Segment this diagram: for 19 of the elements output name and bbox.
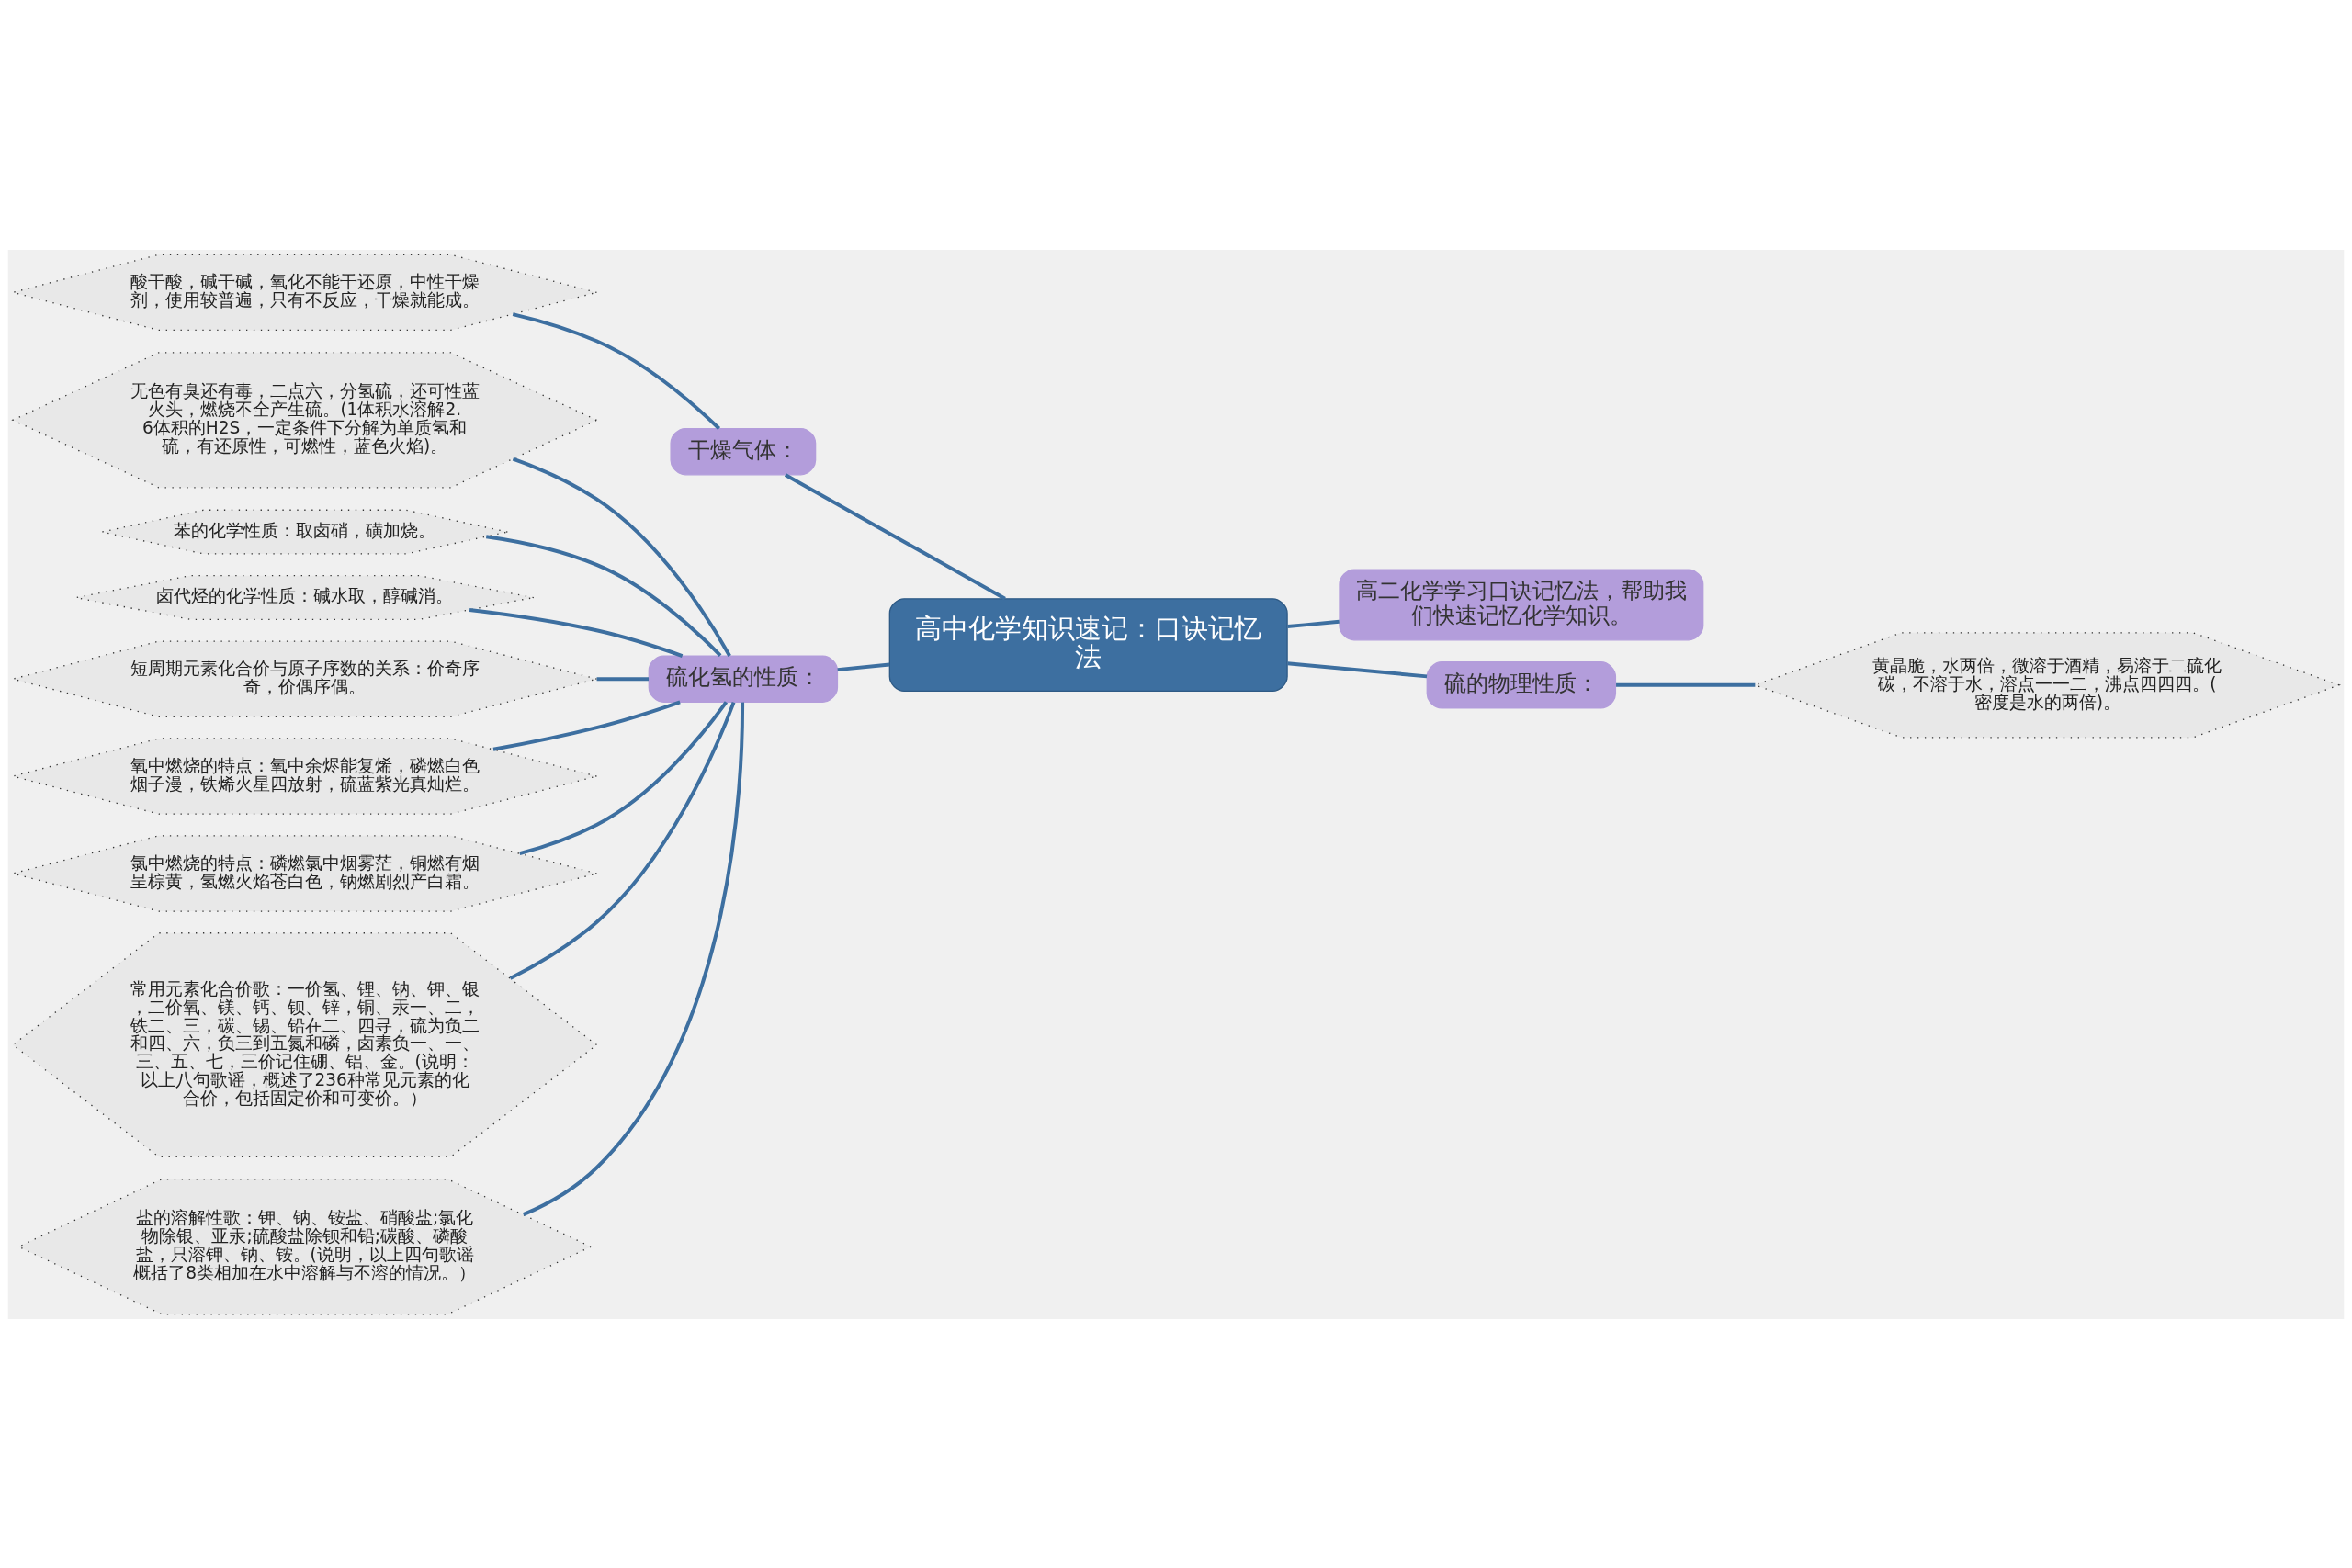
connector [469, 607, 684, 658]
connector [1616, 682, 1756, 687]
node-box: 干燥气体： [670, 427, 817, 476]
node-box: 高中化学知识速记：口诀记忆法 [888, 597, 1288, 692]
connector [485, 534, 722, 657]
connector [784, 472, 1006, 600]
connector [1287, 660, 1428, 678]
connector [837, 662, 890, 671]
connector [522, 702, 745, 1216]
connector [509, 701, 736, 980]
node-box: 硫的物理性质： [1426, 660, 1617, 709]
connector [596, 676, 650, 681]
connector [512, 457, 731, 657]
node-box: 高二化学学习口诀记忆法，帮助我们快速记忆化学知识。 [1339, 568, 1704, 640]
connector [492, 700, 681, 751]
node-box: 硫化氢的性质： [648, 654, 839, 703]
connector [1287, 619, 1340, 628]
connector [512, 311, 721, 430]
connector [519, 700, 729, 855]
